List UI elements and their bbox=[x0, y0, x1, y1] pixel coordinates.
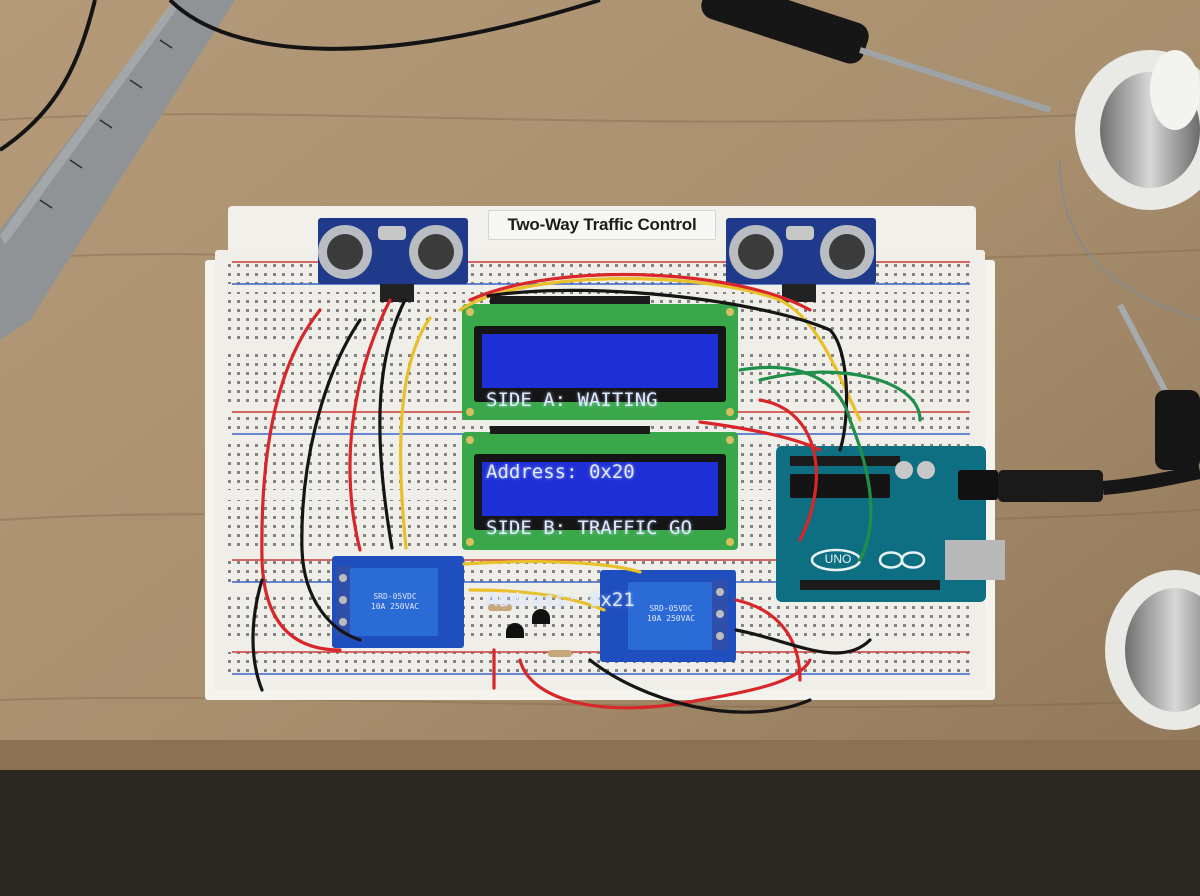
stray-wire-black-2 bbox=[168, 0, 601, 51]
relay-module-left bbox=[332, 556, 464, 648]
jumper-wires bbox=[251, 272, 922, 714]
solder-spool-bottom bbox=[1105, 570, 1200, 730]
ultrasonic-sensor-b bbox=[726, 218, 876, 302]
lcd-b-line-1: SIDE B: TRAFFIC GO bbox=[486, 517, 692, 539]
relay-left-label: SRD-05VDC 10A 250VAC bbox=[352, 592, 438, 612]
lcd-b-line-2: Address: 0x21 bbox=[486, 589, 635, 611]
lcd-module-b bbox=[462, 426, 738, 550]
bench-edge-shadow bbox=[0, 760, 1200, 896]
lcd-a-line-1: SIDE A: WAITING bbox=[486, 389, 658, 411]
resistors bbox=[488, 604, 572, 657]
transistors bbox=[506, 609, 550, 638]
ultrasonic-sensor-a bbox=[318, 218, 468, 302]
bench-edge bbox=[0, 740, 1200, 770]
solder-spool-top bbox=[1075, 50, 1200, 210]
relay-right-label: SRD-05VDC 10A 250VAC bbox=[630, 604, 712, 624]
lcd-a-line-2: Address: 0x20 bbox=[486, 461, 635, 483]
stray-wire-gray bbox=[1059, 159, 1200, 321]
relay-left-line-2: 10A 250VAC bbox=[370, 602, 420, 611]
steel-ruler bbox=[0, 0, 235, 340]
lcd-a-display: SIDE A: WAITING Address: 0x20 bbox=[486, 340, 726, 508]
lcd-module-a bbox=[462, 296, 738, 420]
relay-module-right bbox=[600, 570, 736, 662]
stray-wire-black bbox=[0, 0, 97, 152]
screwdriver bbox=[701, 0, 1051, 113]
relay-right-line-1: SRD-05VDC bbox=[649, 604, 693, 613]
relay-right-line-2: 10A 250VAC bbox=[646, 614, 696, 623]
lcd-b-display: SIDE B: TRAFFIC GO Address: 0x21 bbox=[486, 468, 726, 636]
screwdriver-right bbox=[1117, 303, 1200, 470]
arduino-uno-board bbox=[776, 446, 1005, 602]
arduino-model-text: UNO bbox=[824, 552, 852, 566]
usb-cable bbox=[958, 465, 1200, 502]
relay-left-line-1: SRD-05VDC bbox=[373, 592, 417, 601]
board-title-label: Two-Way Traffic Control bbox=[488, 210, 716, 240]
